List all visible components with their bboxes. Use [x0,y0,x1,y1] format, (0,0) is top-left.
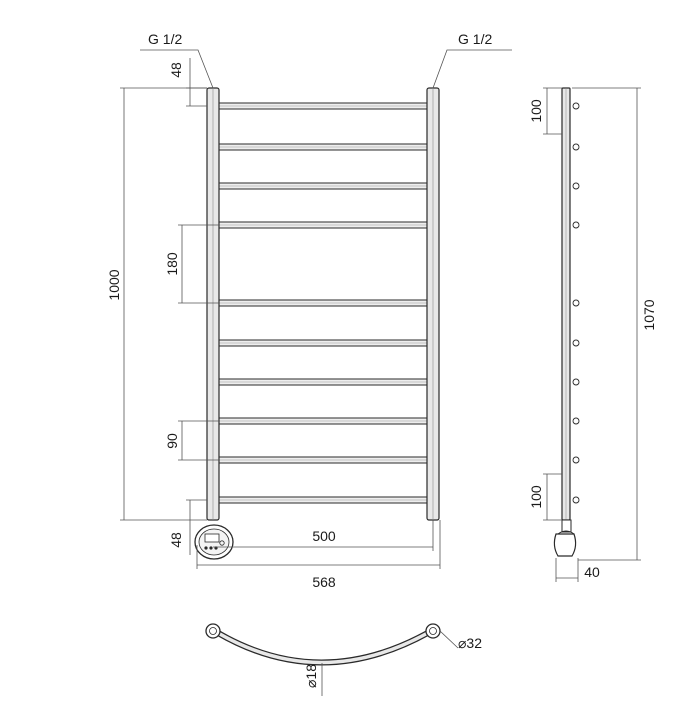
side-rail-end-10 [572,496,580,504]
control-button [209,546,213,550]
front-view: G 1/2 G 1/2 48 1000 180 90 48 500 [106,31,512,590]
tube-diameter-leader [439,630,459,649]
thread-left-label: G 1/2 [148,31,182,47]
side-rail-end-2 [572,143,580,151]
side-rail-end-9 [572,456,580,464]
dim-side-top-label: 100 [528,99,544,123]
tube-bore [209,627,217,635]
side-rail-end-4 [572,221,580,229]
side-rail-end-1 [572,102,580,110]
dim-bottom-offset-label: 48 [168,532,184,548]
rails [214,102,432,504]
control-knob [219,540,225,546]
side-rail-end-5 [572,299,580,307]
control-button [204,546,208,550]
side-rail-end-8 [572,417,580,425]
dim-overall-width-label: 568 [312,574,336,590]
side-rail-end-7 [572,378,580,386]
control-display [204,533,220,543]
thread-left-leader [140,49,214,89]
rail-diameter-label: ⌀18 [303,664,319,688]
dim-step-small-label: 90 [164,433,180,449]
top-view: ⌀18 ⌀32 [205,623,482,696]
dim-height-label: 1000 [106,269,122,300]
right-tube-section [425,623,441,639]
thermostat-control [194,524,234,560]
heater-housing [553,519,577,557]
dim-side-depth-label: 40 [584,564,600,580]
left-tube-section [205,623,221,639]
side-rail-end-6 [572,339,580,347]
curved-rail-top [211,628,435,665]
side-view: 1070 100 100 40 [528,87,657,582]
tube-diameter-label: ⌀32 [458,635,482,651]
side-rail-end-3 [572,182,580,190]
dim-side-height-label: 1070 [641,299,657,330]
thread-right-label: G 1/2 [458,31,492,47]
dim-step-large-label: 180 [164,252,180,276]
tube-bore [429,627,437,635]
dim-side-bottom-label: 100 [528,485,544,509]
side-rail-ends [572,102,580,504]
dim-top-offset-label: 48 [168,62,184,78]
thread-right-leader [432,49,512,89]
dim-axis-width-label: 500 [312,528,336,544]
